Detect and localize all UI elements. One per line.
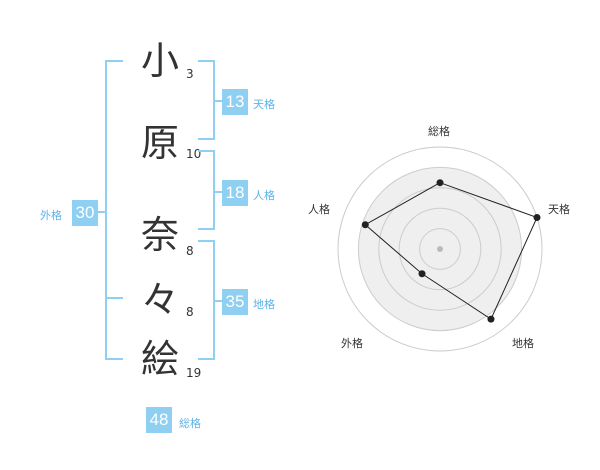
gaikaku-bracket-connector [97,211,106,213]
radar-point-1 [436,179,444,187]
stroke-count-1: 3 [186,67,194,81]
name-char-5: 絵 [140,337,179,381]
radar-center-dot [437,246,443,252]
radar-axis-label-soukaku: 総格 [428,125,450,138]
stroke-count-3: 8 [186,244,194,258]
tenkaku-bracket-connector [214,100,222,102]
tenkaku-badge: 13 [222,89,248,115]
radar-point-4 [418,270,426,278]
radar-axis-label-chikaku: 地格 [512,337,534,350]
name-char-3: 奈 [140,213,179,257]
name-char-4: 々 [140,278,179,322]
chikaku-badge: 35 [222,289,248,315]
soukaku-badge: 48 [146,407,172,433]
stroke-count-2: 10 [186,147,202,161]
jinkaku-bracket [198,150,215,230]
gaikaku-badge: 30 [72,200,98,226]
radar-ring-2 [398,207,482,291]
radar-axis-label-gaikaku: 外格 [341,337,363,350]
gaikaku-bracket-tick [105,297,123,299]
radar-axis-label-tenkaku: 天格 [548,203,570,216]
soukaku-label: 総格 [179,417,201,430]
gaikaku-label: 外格 [40,209,62,222]
name-char-2: 原 [140,121,179,165]
jinkaku-label: 人格 [253,189,275,202]
jinkaku-bracket-connector [214,191,222,193]
radar-point-5 [361,221,369,229]
stroke-count-5: 19 [186,366,202,380]
chikaku-label: 地格 [253,298,275,311]
stroke-count-4: 8 [186,305,194,319]
name-char-1: 小 [140,39,179,83]
radar-axis-label-jinkaku: 人格 [308,203,330,216]
chikaku-bracket-connector [214,300,222,302]
chikaku-bracket [198,240,215,360]
tenkaku-bracket [198,60,215,140]
radar-polygon [364,182,538,320]
radar-chart [337,146,543,352]
gaikaku-bracket [105,60,123,360]
radar-ring-1 [419,228,461,270]
tenkaku-label: 天格 [253,98,275,111]
radar-point-2 [533,213,541,221]
radar-point-3 [487,315,495,323]
jinkaku-badge: 18 [222,180,248,206]
radar-ring-3 [378,187,502,311]
